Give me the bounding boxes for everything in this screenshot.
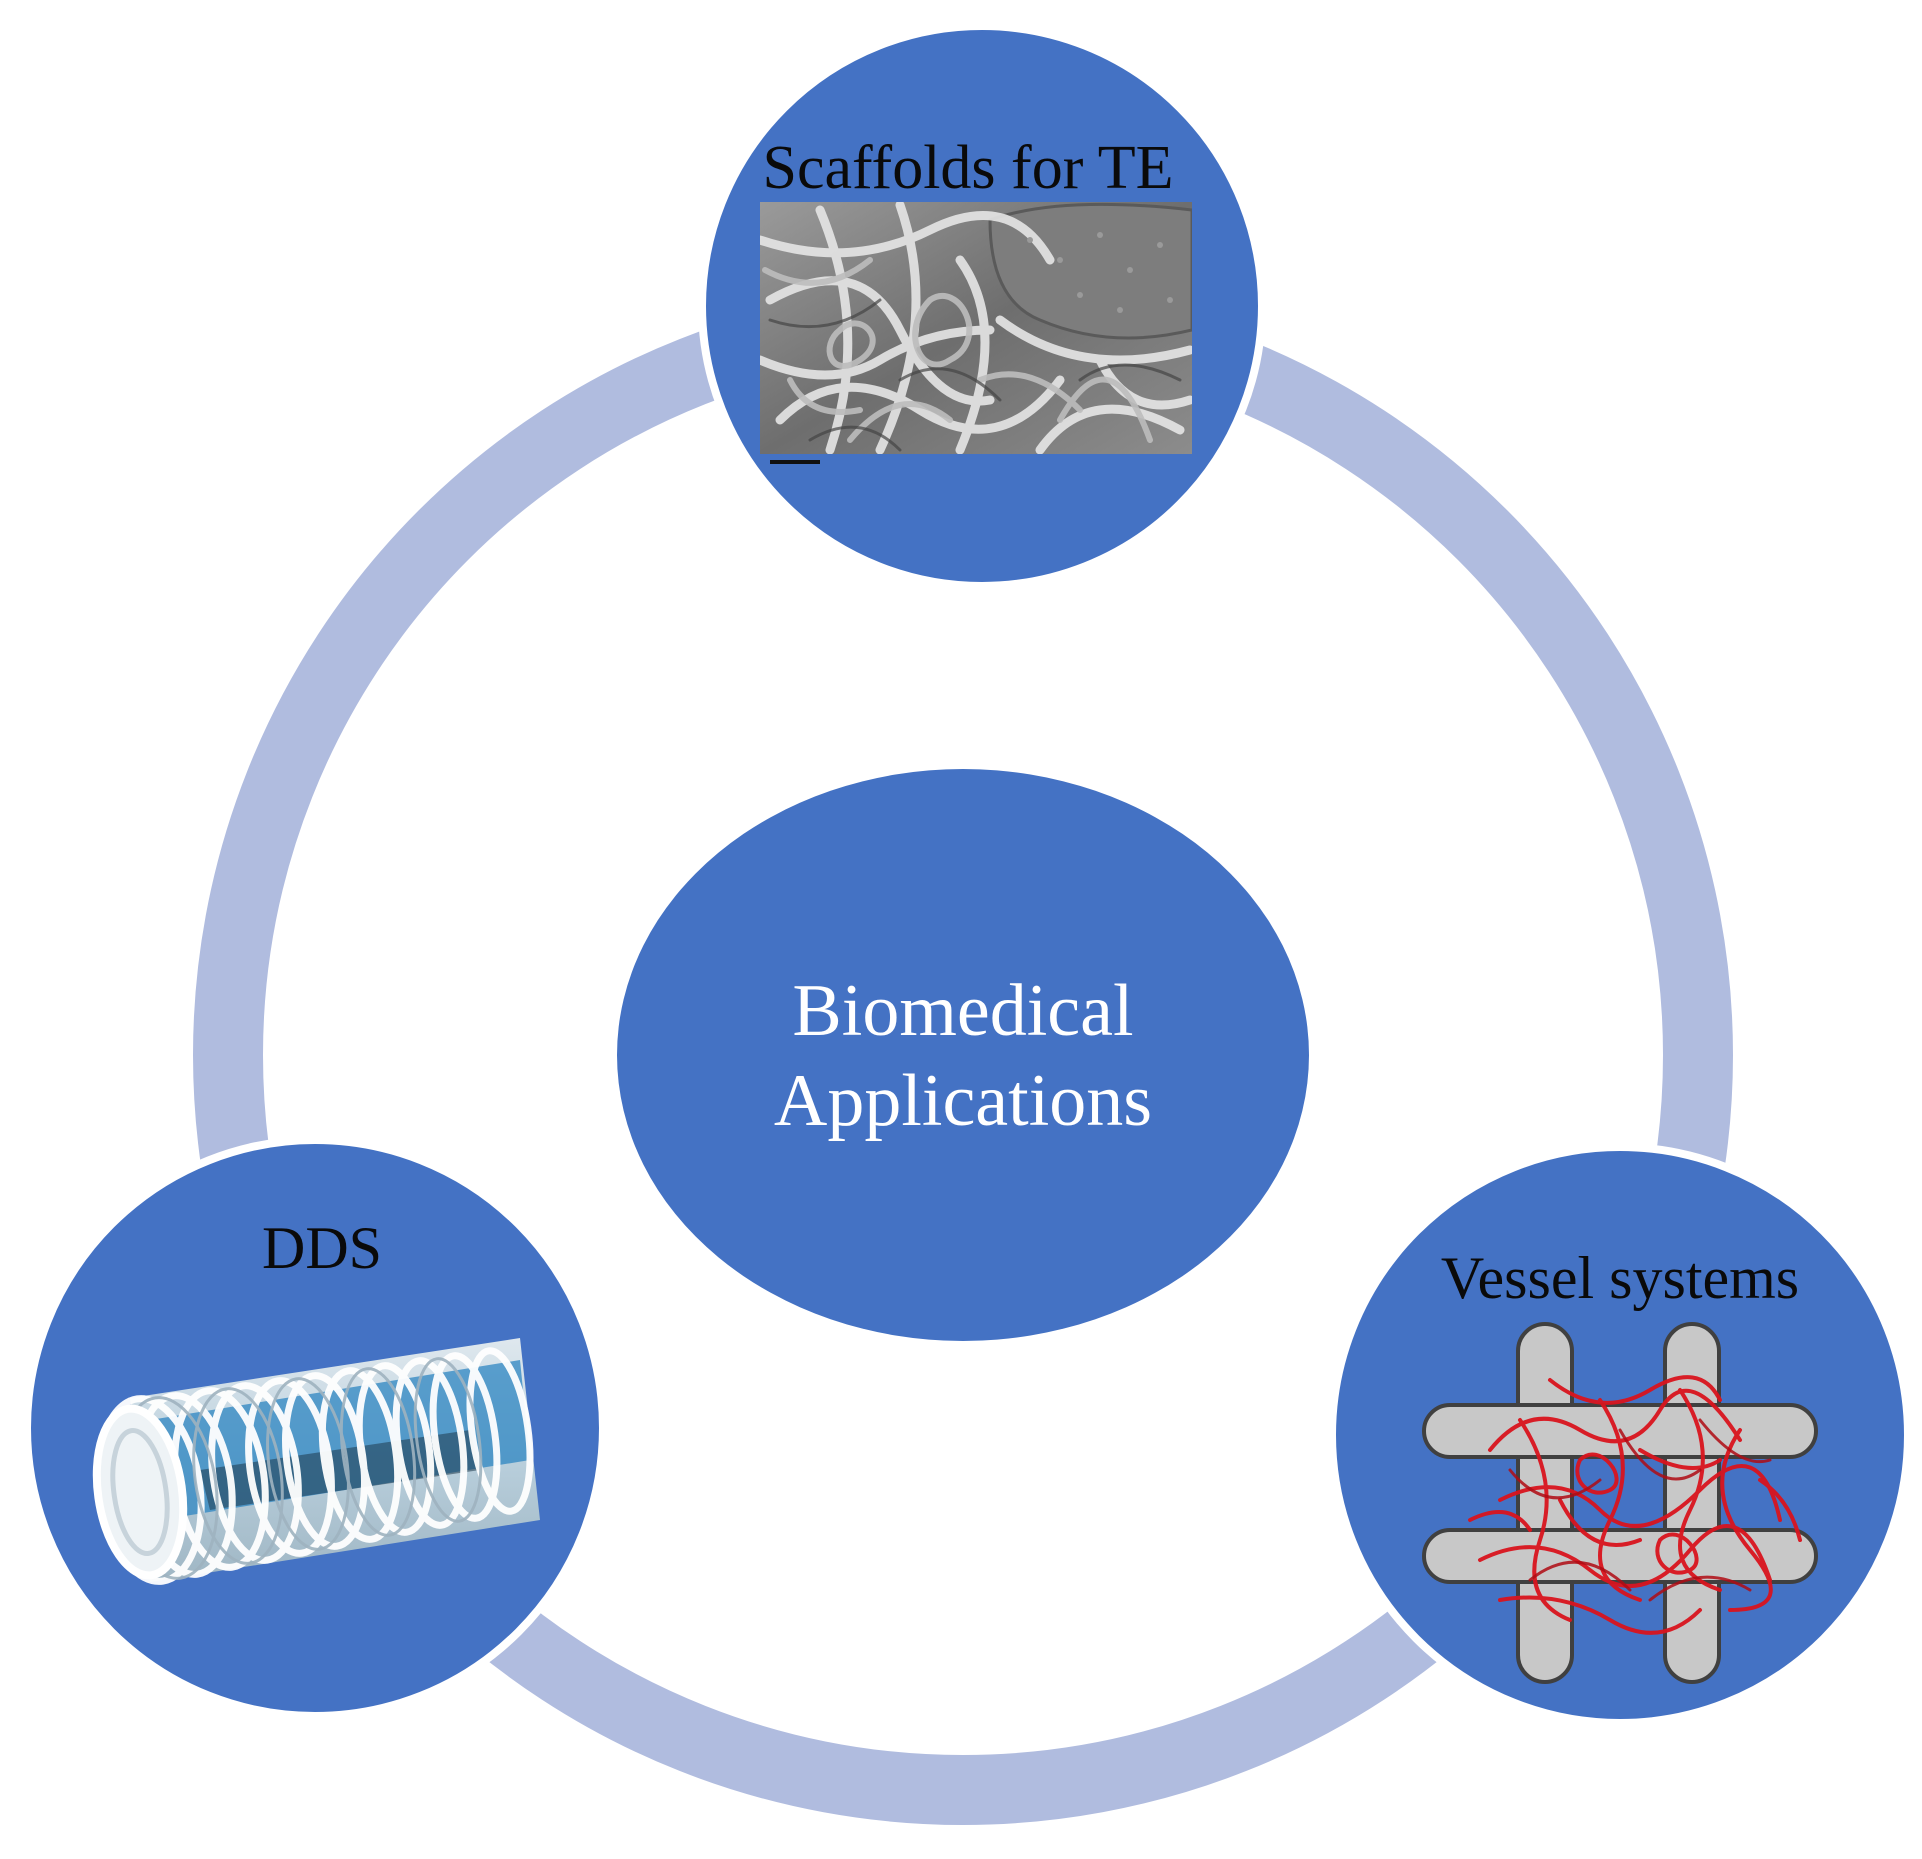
- node-scaffolds: Scaffolds for TE: [698, 22, 1266, 590]
- node-scaffolds-label: Scaffolds for TE: [763, 134, 1174, 202]
- fiber-mesh-micrograph-icon: [760, 202, 1192, 464]
- vascular-network-icon: [1422, 1322, 1818, 1684]
- node-vessel: Vessel systems: [1328, 1143, 1912, 1727]
- center-circle: [617, 769, 1309, 1341]
- node-dds: DDS: [23, 1136, 607, 1720]
- coil-tube-icon: [92, 1338, 540, 1585]
- center-title-line-2: Applications: [774, 1060, 1152, 1142]
- node-dds-label: DDS: [262, 1215, 382, 1281]
- center-title-line-1: Biomedical: [792, 970, 1133, 1052]
- node-vessel-label: Vessel systems: [1441, 1245, 1799, 1311]
